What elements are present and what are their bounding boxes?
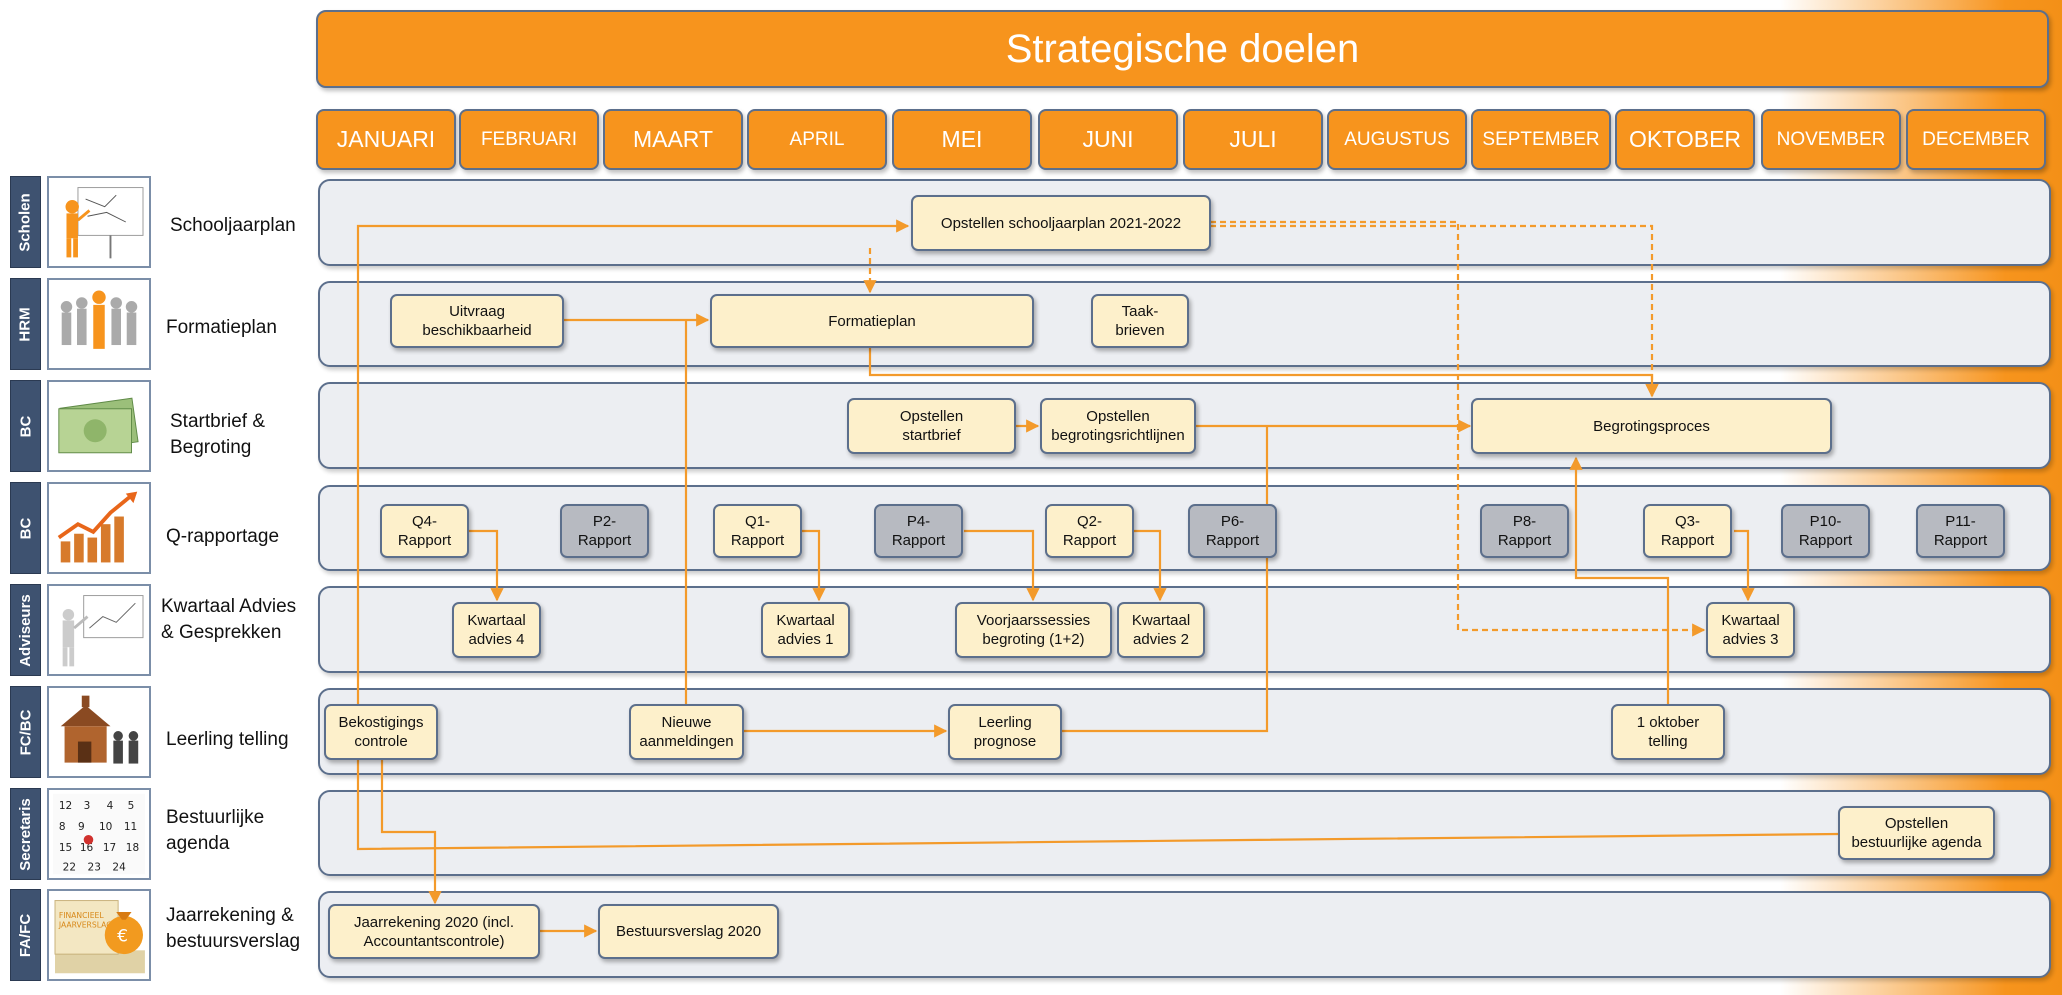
box-kwartaal-advies-4: Kwartaal advies 4	[452, 602, 541, 658]
row-tag-adviseurs: Adviseurs	[10, 584, 41, 676]
svg-text:15: 15	[59, 842, 72, 854]
box-bestuurlijke-agenda: Opstellen bestuurlijke agenda	[1838, 806, 1995, 860]
box-p6-rapport: P6- Rapport	[1188, 504, 1277, 558]
svg-text:24: 24	[112, 861, 126, 873]
box-bestuursverslag-2020: Bestuursverslag 2020	[598, 904, 779, 959]
box-q4-rapport: Q4- Rapport	[380, 504, 469, 558]
box-p11-rapport: P11- Rapport	[1916, 504, 2005, 558]
school-building-image	[47, 686, 151, 778]
svg-text:16: 16	[80, 842, 94, 854]
row-tag-scholen: Scholen	[10, 176, 41, 268]
month-mei: MEI	[892, 109, 1032, 170]
svg-text:8: 8	[59, 821, 66, 833]
money-bills-image	[47, 380, 151, 472]
month-september: SEPTEMBER	[1471, 109, 1611, 170]
svg-text:3: 3	[84, 800, 91, 812]
svg-text:9: 9	[78, 821, 85, 833]
box-formatieplan: Formatieplan	[710, 294, 1034, 348]
box-q2-rapport: Q2- Rapport	[1045, 504, 1134, 558]
box-opstellen-schooljaarplan: Opstellen schooljaarplan 2021-2022	[911, 195, 1211, 251]
box-voorjaarssessies: Voorjaarssessies begroting (1+2)	[955, 602, 1112, 658]
row-label-formatieplan: Formatieplan	[166, 317, 277, 338]
box-nieuwe-aanmeldingen: Nieuwe aanmeldingen	[629, 704, 744, 760]
svg-text:12: 12	[59, 800, 72, 812]
row-label-jaarrekening: Jaarrekening & bestuursverslag	[166, 905, 301, 952]
box-p4-rapport: P4- Rapport	[874, 504, 963, 558]
box-bekostigings-controle: Bekostigings controle	[324, 704, 438, 760]
month-oktober: OKTOBER	[1615, 109, 1755, 170]
box-p2-rapport: P2- Rapport	[560, 504, 649, 558]
box-taakbrieven: Taak- brieven	[1091, 294, 1189, 348]
advisor-chart-image	[47, 584, 151, 676]
page-title: Strategische doelen	[316, 10, 2049, 88]
box-p8-rapport: P8- Rapport	[1480, 504, 1569, 558]
box-uitvraag-beschikbaarheid: Uitvraag beschikbaarheid	[390, 294, 564, 348]
row-label-q-rapportage: Q-rapportage	[166, 526, 280, 547]
row-label-startbrief: Startbrief & Begroting	[170, 411, 266, 458]
box-p10-rapport: P10- Rapport	[1781, 504, 1870, 558]
box-kwartaal-advies-1: Kwartaal advies 1	[761, 602, 850, 658]
month-januari: JANUARI	[316, 109, 456, 170]
team-figures-image	[47, 278, 151, 370]
box-jaarrekening-2020: Jaarrekening 2020 (incl. Accountantscont…	[328, 904, 540, 959]
month-april: APRIL	[747, 109, 887, 170]
month-februari: FEBRUARI	[459, 109, 599, 170]
box-kwartaal-advies-3: Kwartaal advies 3	[1706, 602, 1795, 658]
svg-text:5: 5	[128, 800, 135, 812]
box-begrotingsproces: Begrotingsproces	[1471, 398, 1832, 454]
month-maart: MAART	[603, 109, 743, 170]
month-augustus: AUGUSTUS	[1327, 109, 1467, 170]
svg-text:17: 17	[103, 842, 116, 854]
growth-chart-image	[47, 482, 151, 574]
month-juli: JULI	[1183, 109, 1323, 170]
lane-bestuurlijke-agenda	[318, 790, 2051, 876]
row-tag-fa-fc: FA/FC	[10, 889, 41, 981]
presenter-whiteboard-image	[47, 176, 151, 268]
box-kwartaal-advies-2: Kwartaal advies 2	[1117, 602, 1205, 658]
svg-text:€: €	[117, 927, 128, 947]
month-december: DECEMBER	[1906, 109, 2046, 170]
month-juni: JUNI	[1038, 109, 1178, 170]
svg-text:23: 23	[88, 861, 101, 873]
box-leerling-prognose: Leerling prognose	[948, 704, 1062, 760]
row-tag-fc-bc: FC/BC	[10, 686, 41, 778]
svg-text:10: 10	[99, 821, 112, 833]
svg-text:18: 18	[126, 842, 139, 854]
box-begrotingsrichtlijnen: Opstellen begrotingsrichtlijnen	[1040, 398, 1196, 454]
row-tag-bc-q: BC	[10, 482, 41, 574]
box-q3-rapport: Q3- Rapport	[1643, 504, 1732, 558]
row-tag-bc: BC	[10, 380, 41, 472]
box-opstellen-startbrief: Opstellen startbrief	[847, 398, 1016, 454]
svg-text:11: 11	[124, 821, 137, 833]
row-label-kwartaal-advies: Kwartaal Advies & Gesprekken	[161, 596, 297, 643]
svg-text:4: 4	[107, 800, 114, 812]
row-label-bestuurlijke-agenda: Bestuurlijke agenda	[166, 807, 265, 854]
row-tag-hrm: HRM	[10, 278, 41, 370]
svg-text:22: 22	[63, 861, 76, 873]
row-tag-secretaris: Secretaris	[10, 788, 41, 880]
row-label-schooljaarplan: Schooljaarplan	[170, 215, 296, 236]
box-1-oktober-telling: 1 oktober telling	[1611, 704, 1725, 760]
box-q1-rapport: Q1- Rapport	[713, 504, 802, 558]
row-label-leerling-telling: Leerling telling	[166, 729, 289, 750]
month-november: NOVEMBER	[1761, 109, 1901, 170]
